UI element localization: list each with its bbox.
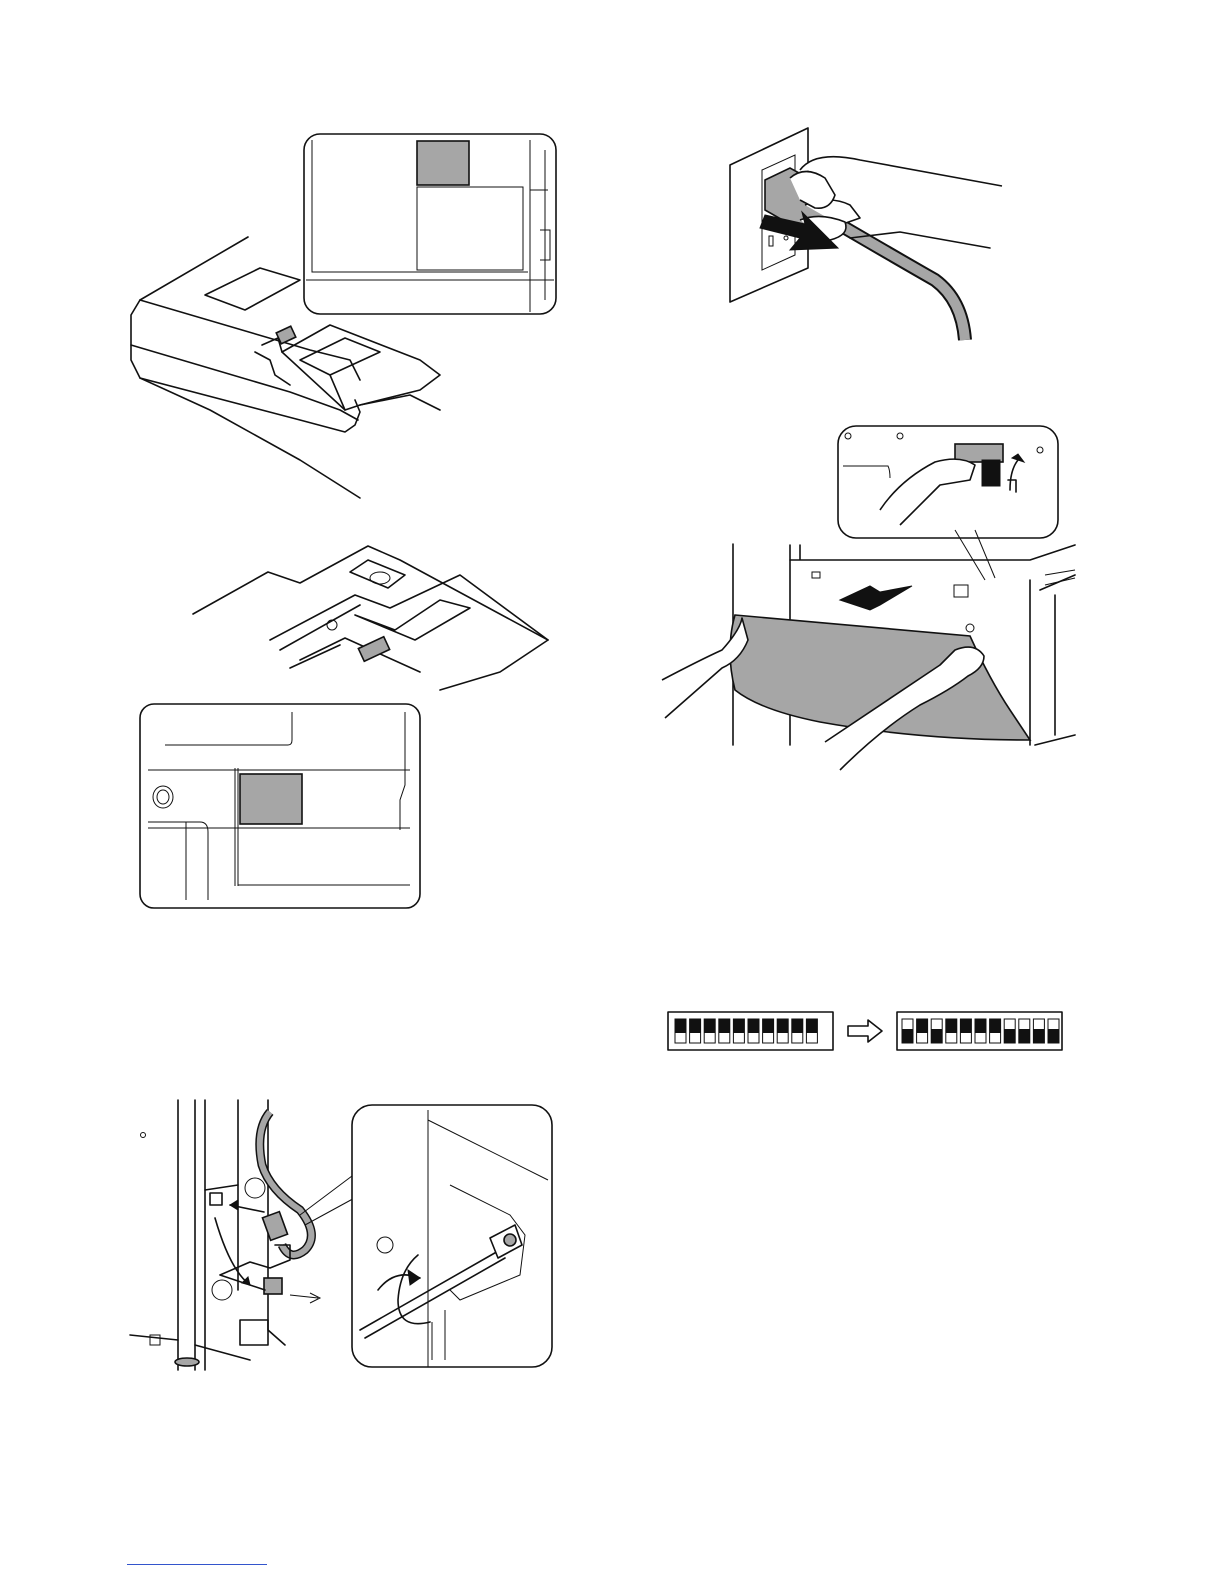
footer-rule — [127, 1564, 267, 1565]
power-cord-connection-illustration — [130, 1095, 555, 1375]
dip-switch-setting-illustration — [665, 1010, 1065, 1055]
dip-switch-on — [748, 1019, 759, 1033]
figure-platen-glass — [135, 540, 555, 915]
document-feeder-detail-illustration — [125, 130, 565, 505]
dip-switch-on — [690, 1019, 701, 1033]
dip-switch-off — [931, 1029, 942, 1043]
dip-switch-off — [1033, 1029, 1044, 1043]
dip-switch-on — [675, 1019, 686, 1033]
dip-switch-on — [917, 1019, 928, 1033]
dip-switch-on — [975, 1019, 986, 1033]
dip-switch-on — [777, 1019, 788, 1033]
dip-switch-on — [806, 1019, 817, 1033]
figure-dip-switch-setting — [665, 1010, 1065, 1055]
dip-switch-on — [946, 1019, 957, 1033]
dip-switch-on — [792, 1019, 803, 1033]
figure-document-feeder — [125, 130, 565, 505]
figure-power-plug-outlet — [725, 125, 1015, 345]
dip-switch-after-positions — [902, 1019, 1059, 1043]
dip-switch-on — [990, 1019, 1001, 1033]
dip-switch-on — [704, 1019, 715, 1033]
dip-switch-on — [719, 1019, 730, 1033]
front-cover-removal-illustration — [660, 420, 1078, 772]
dip-switch-off — [1048, 1029, 1059, 1043]
dip-switch-on — [763, 1019, 774, 1033]
power-plug-outlet-illustration — [725, 125, 1015, 345]
dip-switch-on — [733, 1019, 744, 1033]
platen-glass-detail-illustration — [135, 540, 555, 915]
figure-front-cover-removal — [660, 420, 1078, 772]
dip-switch-off — [902, 1029, 913, 1043]
dip-switch-on — [960, 1019, 971, 1033]
dip-switch-off — [1004, 1029, 1015, 1043]
dip-switch-off — [1019, 1029, 1030, 1043]
arrow-right-icon — [848, 1020, 882, 1042]
figure-power-cord-connection — [130, 1095, 555, 1375]
